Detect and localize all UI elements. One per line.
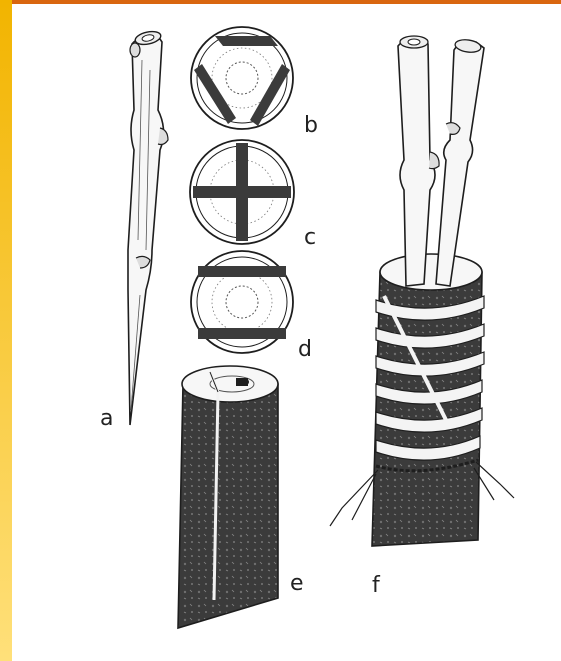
cross-section-c [190,140,294,244]
label-c: c [304,225,316,250]
label-f: f [372,573,381,598]
cross-section-d [191,251,293,353]
split-stock-e [178,366,278,628]
cross-section-b [191,27,293,129]
label-d: d [298,337,312,362]
completed-graft-f [330,36,514,546]
label-e: e [290,571,304,596]
label-a: a [100,406,113,431]
scion-wedge-a [128,29,168,425]
label-b: b [304,113,318,138]
